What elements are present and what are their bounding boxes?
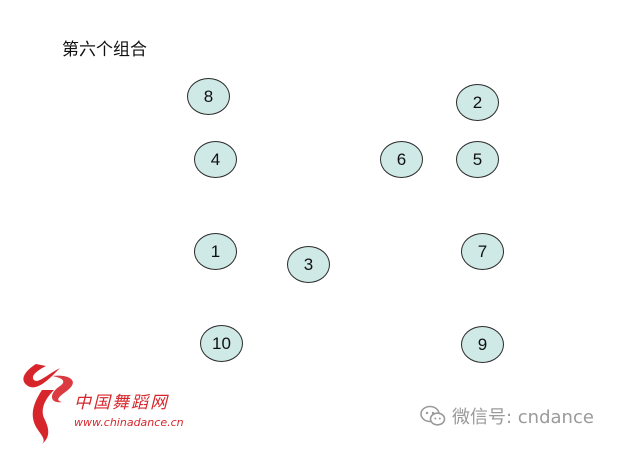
formation-node-5: 5 (456, 141, 499, 178)
formation-node-4: 4 (194, 141, 237, 178)
node-label: 5 (472, 149, 483, 169)
node-label: 1 (210, 241, 221, 261)
logo-swirl-shape (51, 375, 73, 403)
chinadance-logo: 中国舞蹈网 www.chinadance.cn (23, 364, 184, 444)
node-label: 2 (472, 92, 483, 112)
formation-node-3: 3 (287, 246, 330, 283)
logo-url-text: www.chinadance.cn (74, 416, 184, 429)
formation-node-2: 2 (456, 84, 499, 121)
node-label: 6 (396, 149, 407, 169)
formation-node-6: 6 (380, 141, 423, 178)
node-label: 10 (212, 333, 231, 353)
formation-node-9: 9 (461, 326, 504, 363)
node-label: 9 (477, 334, 488, 354)
node-label: 3 (303, 254, 314, 274)
logo-ribbon-shape (23, 364, 60, 388)
formation-node-1: 1 (194, 233, 237, 270)
page-title: 第六个组合 (62, 40, 147, 60)
formation-node-10: 10 (200, 325, 243, 362)
formation-node-8: 8 (187, 78, 230, 115)
node-label: 7 (477, 241, 488, 261)
wechat-icon (420, 405, 446, 426)
logo-stroke-shape (32, 390, 54, 444)
node-label: 8 (203, 86, 214, 106)
logo-brand-text: 中国舞蹈网 (74, 393, 169, 413)
node-label: 4 (210, 149, 221, 169)
wechat-id-text: 微信号: cndance (452, 407, 594, 428)
formation-node-7: 7 (461, 233, 504, 270)
wechat-id: 微信号: cndance (420, 403, 594, 429)
